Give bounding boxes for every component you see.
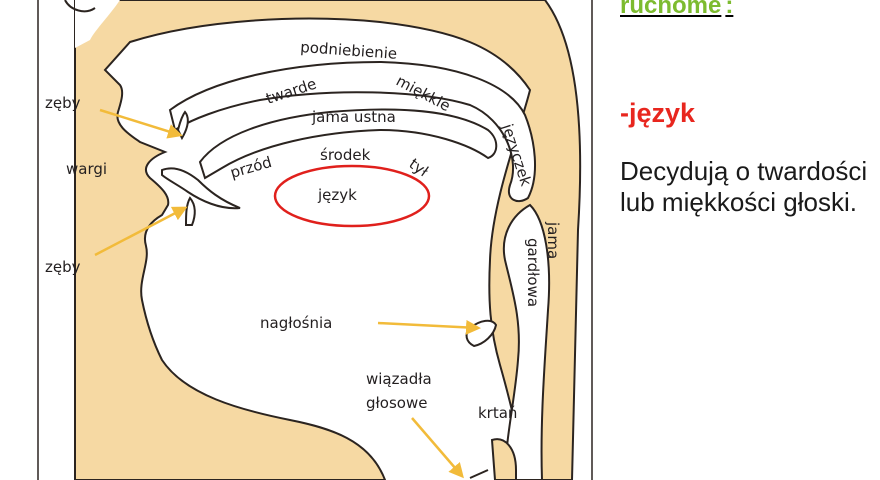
label-lips: wargi [66, 160, 107, 178]
nose-outline [64, 0, 96, 13]
top-word-colon: : [725, 0, 734, 19]
tongue-highlight [273, 164, 431, 228]
vocal-cords-line [469, 469, 489, 479]
palate-cavity [168, 60, 537, 203]
label-oral-cavity: jama ustna [311, 108, 396, 126]
arrow-teeth-top [99, 108, 183, 139]
anatomy-diagram: podniebienie twarde miękkie jama ustna j… [37, 0, 593, 480]
arrow-vocal-cords [411, 417, 464, 479]
lower-teeth-shape [184, 196, 196, 226]
larynx-shape [490, 438, 517, 480]
epiglottis-shape [465, 319, 498, 348]
lip-opening [161, 167, 241, 210]
label-vocal-cords-2: głosowe [366, 394, 427, 412]
label-palate: podniebienie [300, 38, 398, 63]
side-panel: ruchome: -język Decydują o twardości lub… [600, 0, 880, 480]
label-pharynx-1: jama [544, 221, 562, 259]
heading-tongue: -język [620, 98, 696, 128]
label-teeth-top: zęby [45, 94, 81, 112]
label-vocal-cords-1: wiązadła [366, 370, 432, 388]
top-word: ruchome: [620, 0, 733, 20]
arrow-epiglottis [377, 319, 481, 335]
label-larynx: krtań [478, 404, 517, 422]
label-epiglottis: nagłośnia [260, 314, 332, 332]
oral-cavity [198, 108, 498, 180]
top-word-text: ruchome [620, 0, 722, 19]
label-pharynx-2: gardłowa [524, 238, 542, 307]
label-middle: środek [320, 146, 371, 164]
description-text: Decydują o twardości lub miękkości głosk… [620, 156, 868, 217]
label-teeth-bottom: zęby [45, 258, 81, 276]
label-tongue: język [317, 186, 357, 204]
arrow-teeth-bottom [94, 206, 188, 257]
